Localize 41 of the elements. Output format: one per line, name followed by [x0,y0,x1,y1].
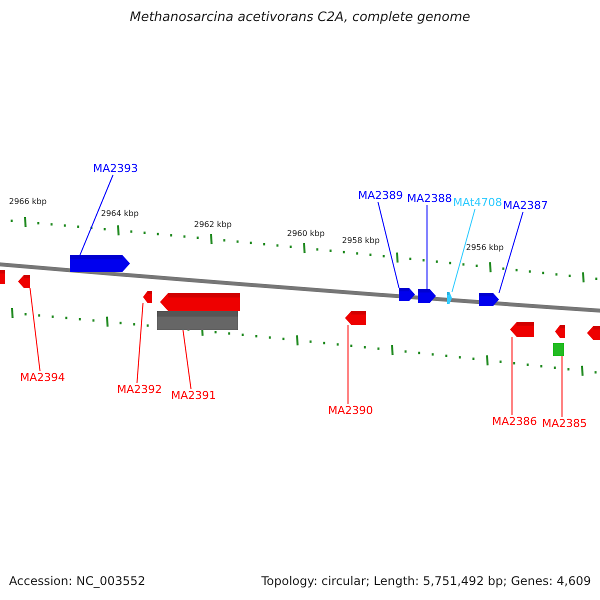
scale-label: 2962 kbp [194,221,232,229]
genome-info: Topology: circular; Length: 5,751,492 bp; Genes: 4,609 [261,575,591,587]
leader-line [182,330,192,390]
gene-bar [157,311,238,330]
gene-label: MA2389 [358,190,404,201]
gene-block [345,311,366,325]
gene-label: MA2385 [542,418,588,429]
gene-block [18,275,30,288]
gene-label: MA2387 [503,200,548,211]
accession-label: Accession: NC_003552 [9,575,146,587]
leader-line [452,208,476,292]
gene-block [70,255,130,272]
scale-label: 2960 kbp [287,230,325,238]
leader-line [136,302,144,384]
gene-label: MA2394 [20,372,66,383]
leader-line [498,212,524,294]
scale-label: 2956 kbp [466,244,504,252]
gene-label: MA2388 [407,193,452,204]
gene-block [418,289,436,303]
gene-block [447,292,452,304]
gene-label: MA2386 [492,416,538,427]
scale-label: 2964 kbp [101,210,139,218]
gene-label: MA2391 [171,390,216,401]
leader-line [426,204,428,290]
scale-label: 2958 kbp [342,237,380,245]
gene-block [143,291,152,303]
gene-label: MAt4708 [453,197,502,208]
gene-box [553,343,564,356]
leader-line [30,288,40,372]
gene-label: MA2393 [93,163,138,174]
gene-label: MA2390 [328,405,374,416]
gene-block [555,325,565,338]
gene-block [399,288,415,301]
chart-title: Methanosarcina acetivorans C2A, complete genome [128,11,472,24]
gene-block [160,293,240,311]
gene-block [510,322,534,337]
scale-label: 2966 kbp [9,198,47,206]
leader-line [378,202,400,288]
gene-block [479,293,499,306]
gene-label: MA2392 [117,384,162,395]
leader-line [80,174,114,256]
